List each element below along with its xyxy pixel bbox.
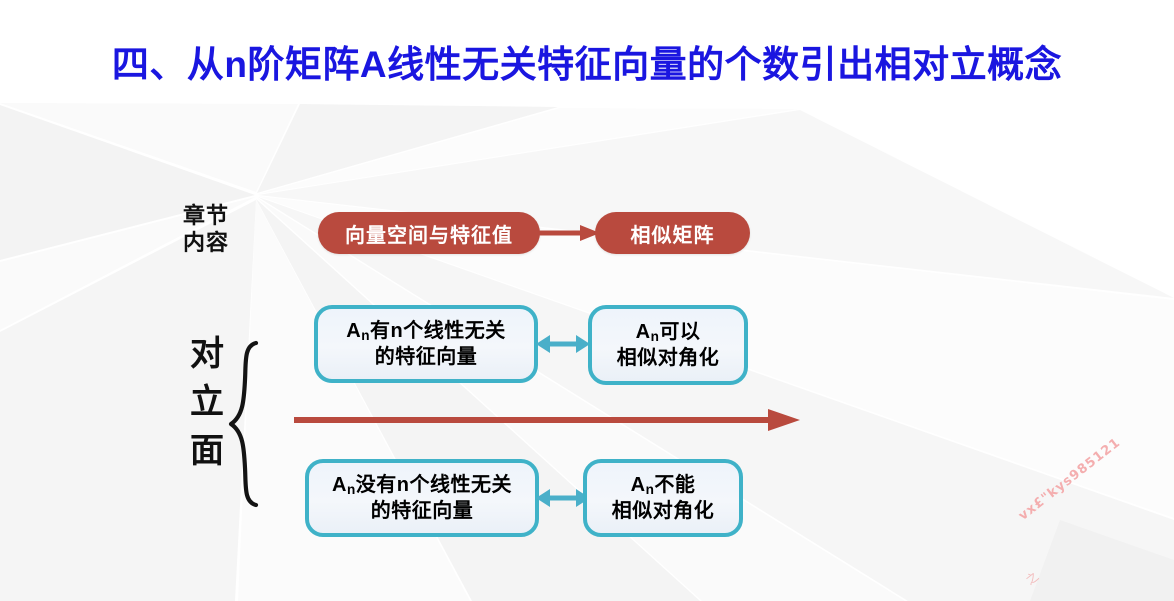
box-can-be-diagonalized[interactable]: An可以 相似对角化: [588, 305, 748, 385]
box-has-n-independent-eigenvectors[interactable]: An有n个线性无关 的特征向量: [314, 305, 538, 383]
box-bl-line2: 的特征向量: [370, 500, 474, 522]
box-br-line2: 相似对角化: [611, 500, 715, 522]
box-tl-line2: 的特征向量: [374, 346, 478, 368]
box-tr-line2: 相似对角化: [616, 347, 720, 369]
pill-similar-matrix[interactable]: 相似矩阵: [595, 212, 750, 254]
label-chapter-content: 章节 内容: [183, 203, 255, 257]
watermark-secondary: 之: [1023, 569, 1042, 588]
label-opposite-char-0: 对: [190, 335, 224, 373]
box-cannot-be-diagonalized[interactable]: An不能 相似对角化: [583, 459, 743, 537]
pill-vector-space-eigenvalue[interactable]: 向量空间与特征值: [318, 212, 540, 254]
page-title: 四、从n阶矩阵A线性无关特征向量的个数引出相对立概念: [111, 44, 1063, 85]
arrow-right-icon-chapter: [538, 225, 600, 241]
double-arrow-icon-bottom: [536, 489, 590, 507]
box-tl-line1: An有n个线性无关: [346, 319, 506, 343]
box-tr-line1: An可以: [635, 320, 701, 344]
box-br-line1: An不能: [630, 473, 696, 497]
label-chapter-content-line1: 章节: [183, 203, 230, 228]
watermark-text: vx£"kys985121: [1016, 435, 1124, 524]
label-opposite-side: 对 立 面: [186, 330, 228, 475]
label-opposite-char-1: 立: [190, 383, 224, 422]
box-lacks-n-independent-eigenvectors[interactable]: An没有n个线性无关 的特征向量: [305, 459, 539, 537]
arrow-right-icon-divider: [294, 409, 800, 431]
label-chapter-content-line2: 内容: [183, 229, 230, 255]
box-bl-line1: An没有n个线性无关: [332, 473, 512, 497]
label-opposite-char-2: 面: [190, 431, 224, 470]
double-arrow-icon-top: [536, 335, 590, 353]
curly-brace-icon: [228, 340, 259, 508]
